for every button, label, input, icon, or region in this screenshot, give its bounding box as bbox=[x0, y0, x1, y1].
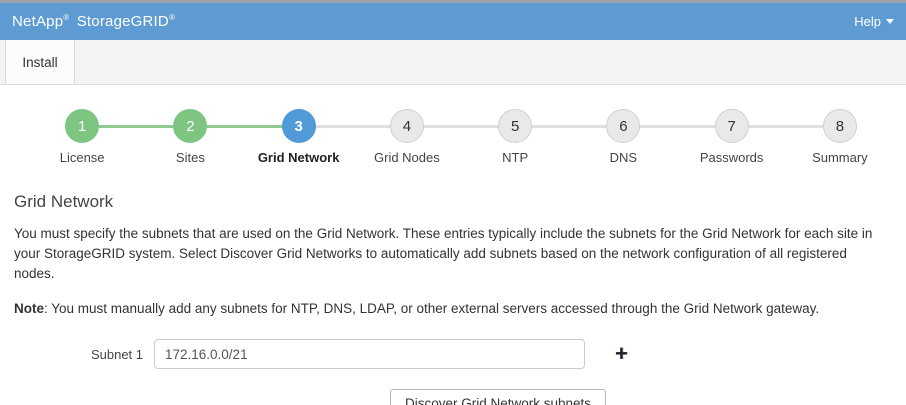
chevron-down-icon bbox=[886, 19, 894, 24]
step-label: Grid Network bbox=[257, 150, 340, 165]
subnet-1-input[interactable] bbox=[154, 339, 585, 369]
step-number-circle: 5 bbox=[498, 109, 533, 143]
step-number-circle: 3 bbox=[281, 109, 316, 143]
main-content: Grid Network You must specify the subnet… bbox=[0, 192, 906, 405]
step-number-circle: 6 bbox=[606, 109, 641, 143]
step-number-circle: 1 bbox=[65, 109, 100, 143]
step-label: Sites bbox=[175, 150, 205, 165]
section-description: You must specify the subnets that are us… bbox=[14, 226, 873, 281]
subnet-1-label: Subnet 1 bbox=[90, 346, 143, 362]
window-top-strip bbox=[0, 0, 906, 3]
app-header: NetApp® StorageGRID® Help bbox=[0, 3, 906, 40]
step-label: DNS bbox=[609, 150, 638, 165]
add-subnet-button[interactable]: + bbox=[615, 341, 628, 366]
tab-install[interactable]: Install bbox=[5, 40, 75, 84]
step-label: Passwords bbox=[699, 150, 764, 165]
step-label: Grid Nodes bbox=[374, 150, 440, 165]
step-number-circle: 7 bbox=[714, 109, 749, 143]
step-number-circle: 8 bbox=[822, 109, 857, 143]
discover-grid-network-subnets-button[interactable]: Discover Grid Network subnets bbox=[390, 389, 607, 405]
help-menu[interactable]: Help bbox=[854, 14, 894, 29]
page-title: Grid Network bbox=[14, 192, 114, 211]
registered-mark: ® bbox=[168, 13, 176, 22]
subnet-row: Subnet 1 + bbox=[14, 339, 892, 369]
brand-netapp: NetApp bbox=[12, 13, 64, 30]
note-label: Note bbox=[14, 301, 44, 316]
brand-storagegrid: StorageGRID bbox=[76, 13, 169, 30]
tab-bar: Install bbox=[0, 40, 906, 85]
step-number-circle: 4 bbox=[389, 109, 424, 143]
step-number-circle: 2 bbox=[173, 109, 208, 143]
help-label: Help bbox=[854, 14, 881, 29]
brand-title: NetApp® StorageGRID® bbox=[12, 13, 178, 30]
note-text: Note: You must manually add any subnets … bbox=[14, 301, 820, 316]
step-label: NTP bbox=[502, 150, 529, 165]
tab-install-label: Install bbox=[22, 54, 58, 70]
step-label: License bbox=[59, 150, 105, 165]
step-label: Summary bbox=[812, 150, 868, 165]
registered-mark: ® bbox=[63, 13, 70, 22]
